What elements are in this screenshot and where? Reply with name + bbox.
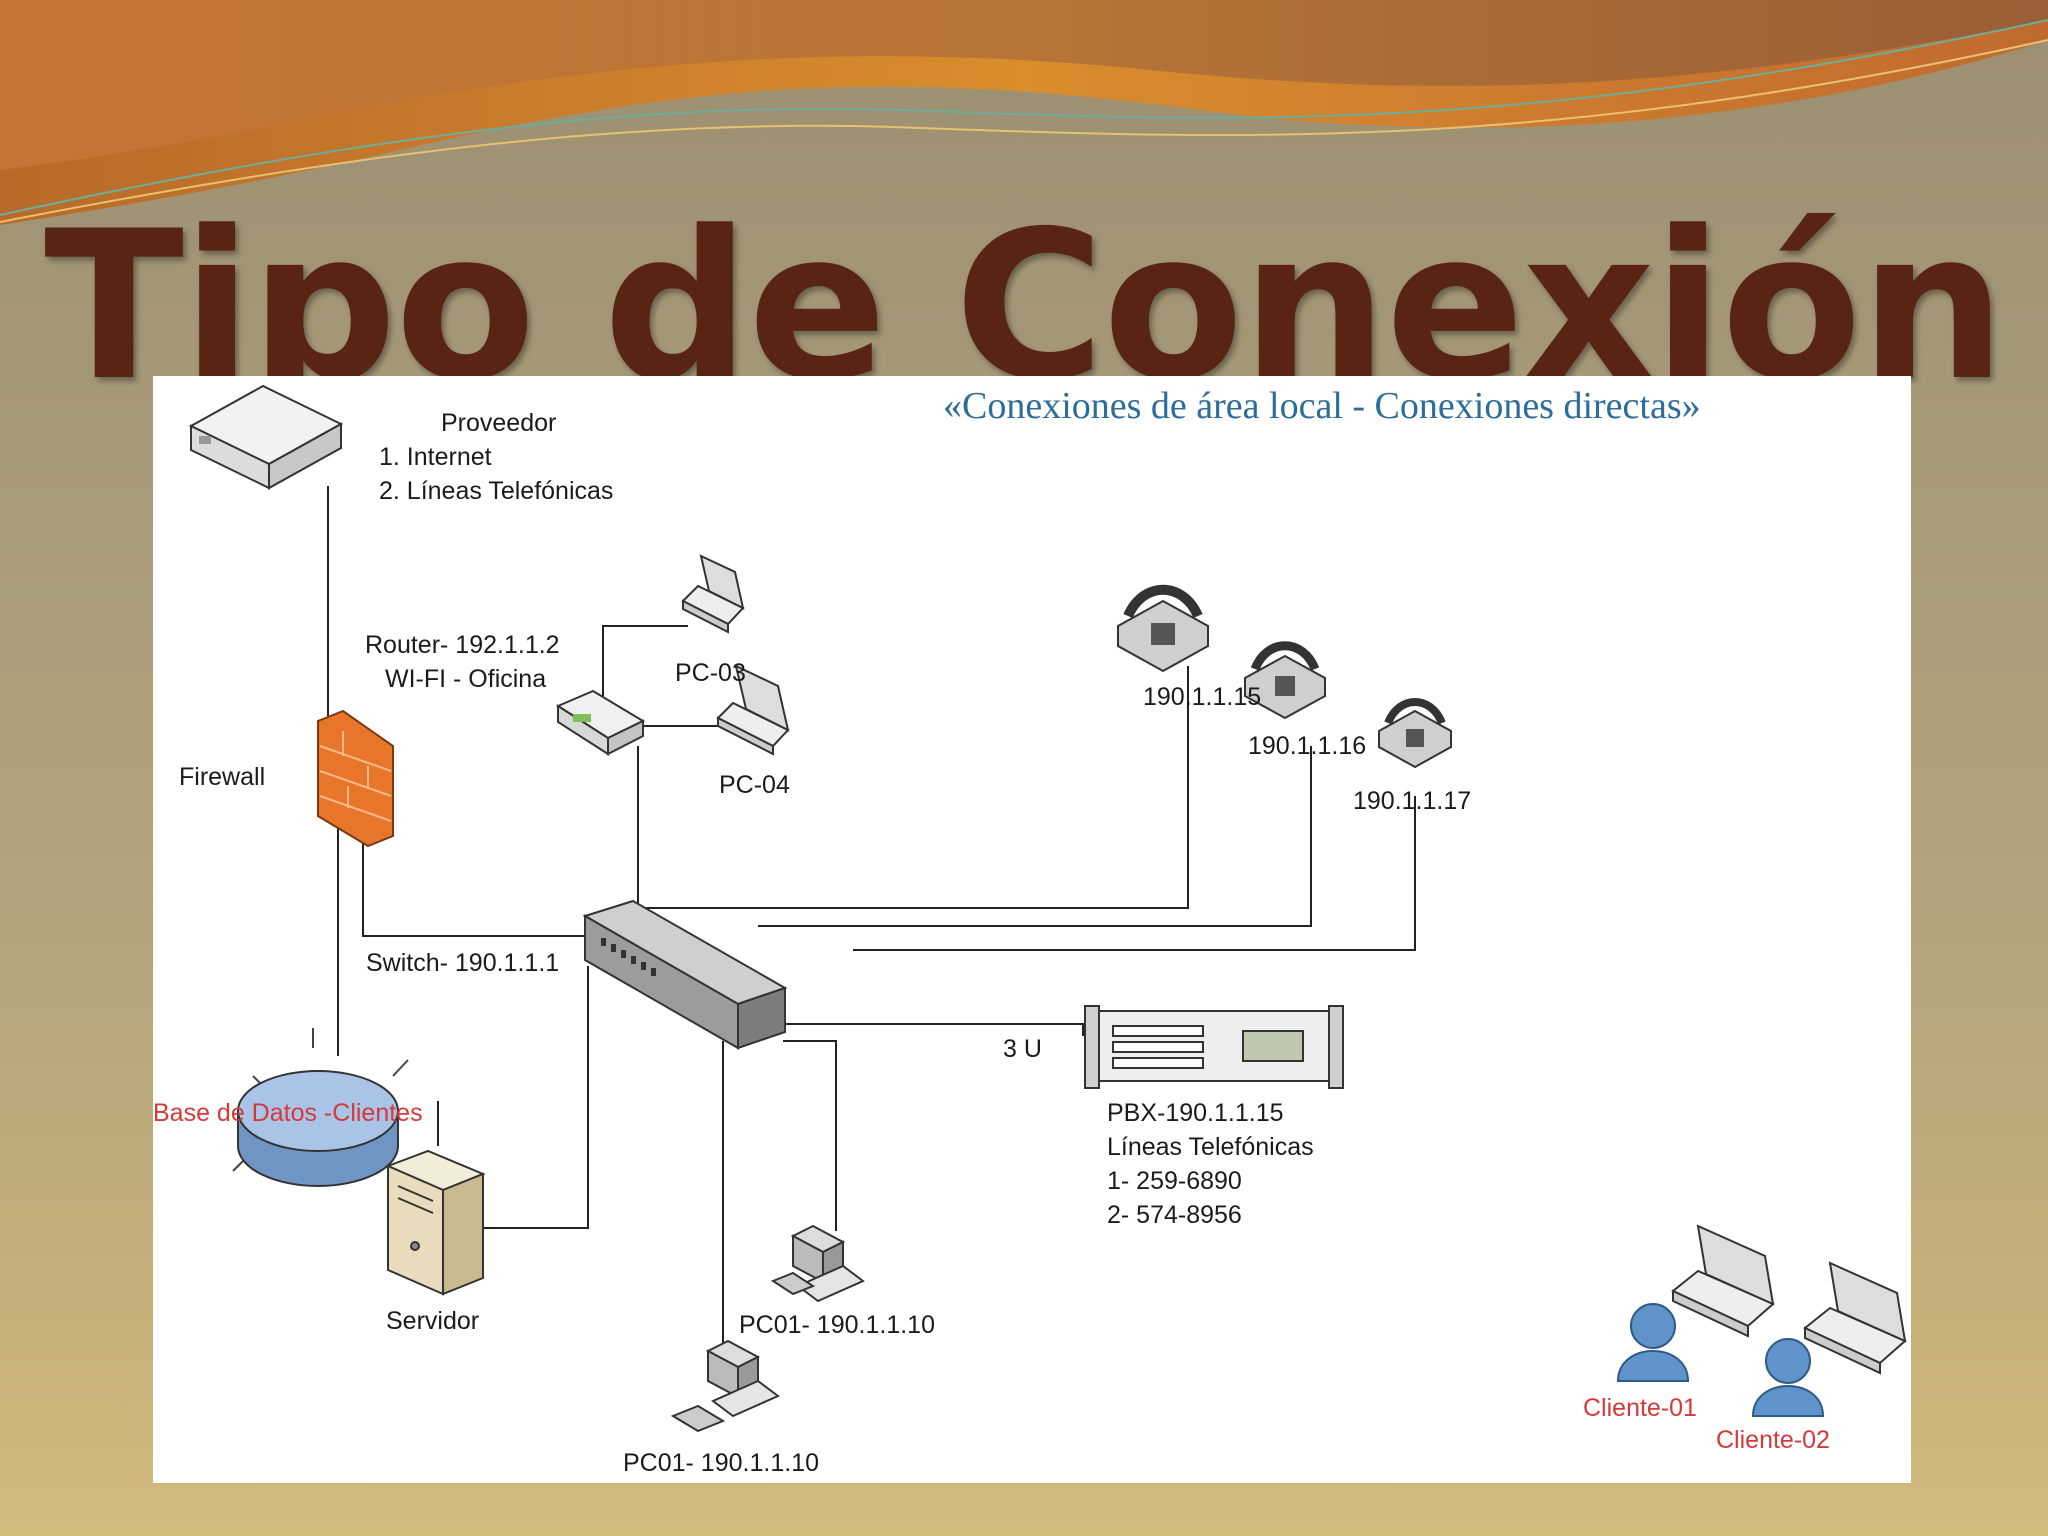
proveedor-line-2: 2. Líneas Telefónicas [379,477,614,505]
client-label-1: Cliente-01 [1583,1394,1697,1422]
switch-label: Switch- 190.1.1.1 [366,949,560,977]
user-icon-cliente-01 [1616,1303,1690,1382]
router-icon [555,689,646,756]
desktop-icon-pc01-a [770,1224,865,1303]
pc01-label-b: PC01- 190.1.1.10 [623,1449,819,1477]
firewall-label: Firewall [179,763,266,791]
laptop-icon-pc03 [681,554,745,634]
page-title: Tipo de Conexión [44,188,2006,426]
client-label-2: Cliente-02 [1716,1426,1830,1454]
pbx-rack-icon [1084,1005,1344,1089]
pbx-line-1: 1- 259-6890 [1107,1167,1242,1195]
pc01-label-a: PC01- 190.1.1.10 [739,1311,935,1339]
connection-lines [327,486,1416,1346]
pc03-label: PC-03 [675,659,746,687]
proveedor-line-1: 1. Internet [379,443,492,471]
pbx-line-2: 2- 574-8956 [1107,1201,1242,1229]
proveedor-heading: Proveedor [441,409,557,437]
header-swoosh [0,0,2048,225]
router-label-1: Router- 192.1.1.2 [365,631,560,659]
modem-icon [188,384,344,490]
phone-label-3: 190.1.1.17 [1353,787,1472,815]
database-icon [232,1028,412,1192]
network-diagram: «Conexiones de área local - Conexiones d… [153,376,1911,1483]
phone-icon-2 [1244,641,1326,720]
phone-icon-1 [1117,584,1209,673]
pbx-name: PBX-190.1.1.15 [1107,1099,1284,1127]
switch-icon [582,899,788,1050]
client-laptop-icon-2 [1803,1261,1907,1375]
servidor-label: Servidor [386,1307,480,1335]
diagram-canvas [188,384,1907,1433]
laptop-icon-pc04 [716,664,790,756]
phone-icon-3 [1378,698,1452,769]
firewall-icon [317,709,394,848]
phone-label-1: 190.1.1.15 [1143,683,1262,711]
database-label: Base de Datos -Clientes [153,1099,423,1127]
pbx-heading: Líneas Telefónicas [1107,1133,1314,1161]
user-icon-cliente-02 [1751,1338,1825,1417]
router-label-2: WI-FI - Oficina [385,665,547,693]
rack-units-label: 3 U [1003,1035,1042,1063]
phone-label-2: 190.1.1.16 [1248,732,1367,760]
desktop-icon-pc01-b [670,1339,780,1433]
diagram-subtitle: «Conexiones de área local - Conexiones d… [943,385,1701,427]
client-laptop-icon-1 [1671,1224,1775,1338]
server-icon [385,1149,486,1296]
pc04-label: PC-04 [719,771,790,799]
